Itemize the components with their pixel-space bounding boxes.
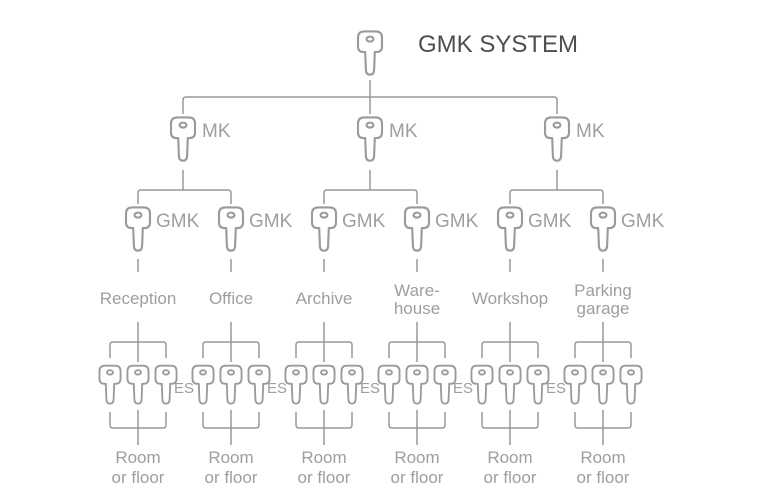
- connector-line: [481, 341, 539, 358]
- key-icon: [284, 364, 308, 405]
- gmk-label: GMK: [435, 211, 479, 232]
- key-icon: [470, 364, 494, 405]
- key-icon: [310, 206, 338, 252]
- key-icon: [126, 364, 150, 405]
- key-icon: [589, 206, 617, 252]
- gmk-label: GMK: [528, 211, 572, 232]
- area-label-warehouse: Ware-house: [394, 281, 440, 318]
- area-label-reception: Reception: [100, 289, 177, 308]
- es-label: ES: [174, 380, 194, 397]
- mk-label: MK: [389, 121, 418, 142]
- connector-line: [295, 341, 353, 358]
- key-icon: [356, 116, 384, 162]
- mk-label: MK: [202, 121, 231, 142]
- gmk-label: GMK: [342, 211, 386, 232]
- key-icon: [496, 206, 524, 252]
- diagram-title: GMK SYSTEM: [418, 31, 578, 58]
- key-icon: [377, 364, 401, 405]
- es-label: ES: [360, 380, 380, 397]
- connector-line: [202, 341, 260, 358]
- mk-label: MK: [576, 121, 605, 142]
- es-label: ES: [546, 380, 566, 397]
- area-label-workshop: Workshop: [472, 289, 548, 308]
- connector-line: [137, 189, 232, 204]
- key-icon: [217, 206, 245, 252]
- key-icon: [98, 364, 122, 405]
- connector-line: [574, 341, 632, 358]
- key-icon: [191, 364, 215, 405]
- key-icon: [563, 364, 587, 405]
- gmk-label: GMK: [621, 211, 665, 232]
- connector-line: [182, 96, 558, 114]
- connector-line: [109, 341, 167, 358]
- key-icon: [219, 364, 243, 405]
- key-icon: [543, 116, 571, 162]
- connector-line: [509, 189, 604, 204]
- connector-line: [388, 341, 446, 358]
- es-label: ES: [267, 380, 287, 397]
- area-label-archive: Archive: [296, 289, 353, 308]
- gmk-label: GMK: [249, 211, 293, 232]
- key-icon: [405, 364, 429, 405]
- gmk-label: GMK: [156, 211, 200, 232]
- key-icon: [124, 206, 152, 252]
- es-label: ES: [453, 380, 473, 397]
- key-icon: [619, 364, 643, 405]
- key-icon: [356, 30, 384, 76]
- key-icon: [498, 364, 522, 405]
- connector-line: [323, 189, 418, 204]
- key-icon: [169, 116, 197, 162]
- key-icon: [312, 364, 336, 405]
- area-label-office: Office: [209, 289, 253, 308]
- key-icon: [591, 364, 615, 405]
- key-icon: [403, 206, 431, 252]
